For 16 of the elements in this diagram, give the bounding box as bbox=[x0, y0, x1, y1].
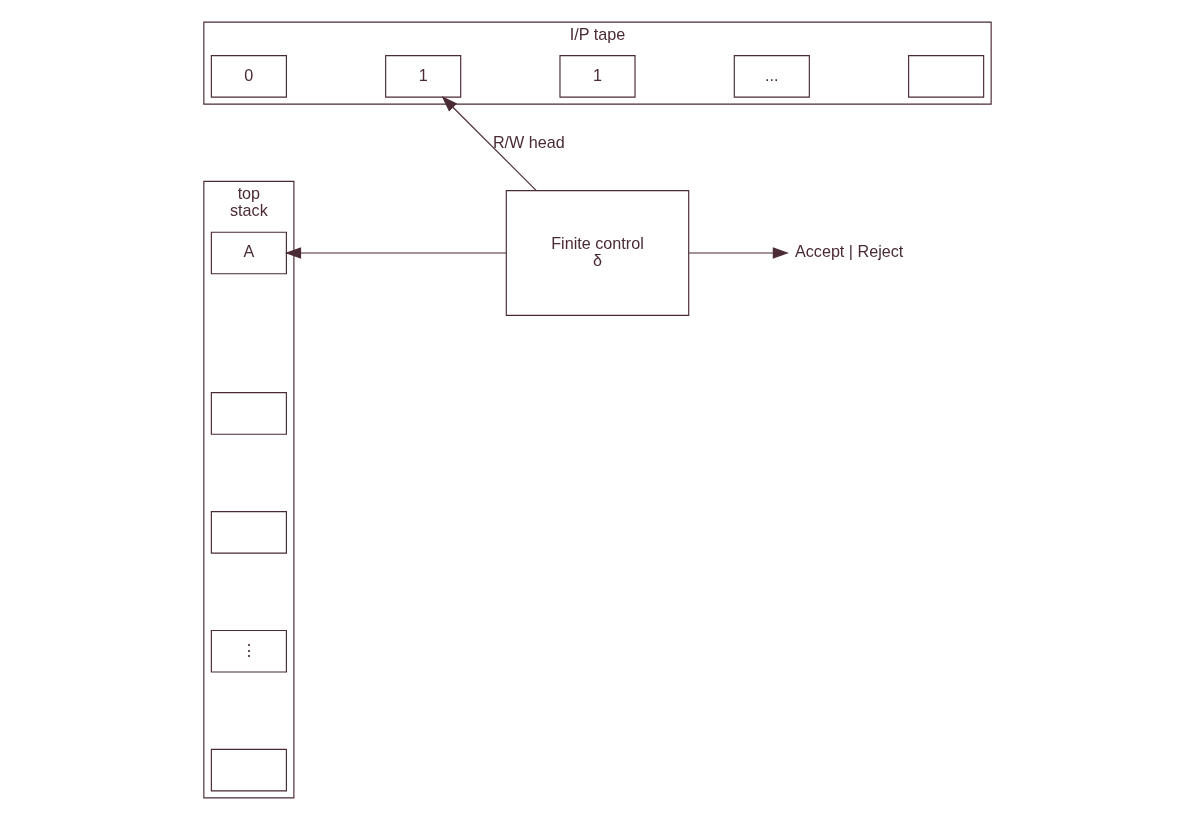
node-box bbox=[907, 55, 984, 98]
edge-label: R/W head bbox=[492, 133, 565, 152]
node-box bbox=[210, 748, 287, 792]
node-box: ... bbox=[733, 55, 810, 98]
node-box: 1 bbox=[558, 55, 636, 98]
node-box: Finite control δ bbox=[505, 190, 689, 316]
node-box: A bbox=[210, 231, 287, 275]
node-text: Accept | Reject bbox=[794, 242, 903, 261]
arrow bbox=[284, 247, 507, 259]
node-box bbox=[210, 392, 287, 435]
node-box: 1 bbox=[384, 55, 461, 98]
node-box bbox=[210, 511, 287, 554]
arrow bbox=[687, 247, 789, 259]
arrow bbox=[441, 95, 537, 192]
node-box: ⋮ bbox=[210, 629, 287, 673]
node-box: 0 bbox=[210, 55, 287, 98]
